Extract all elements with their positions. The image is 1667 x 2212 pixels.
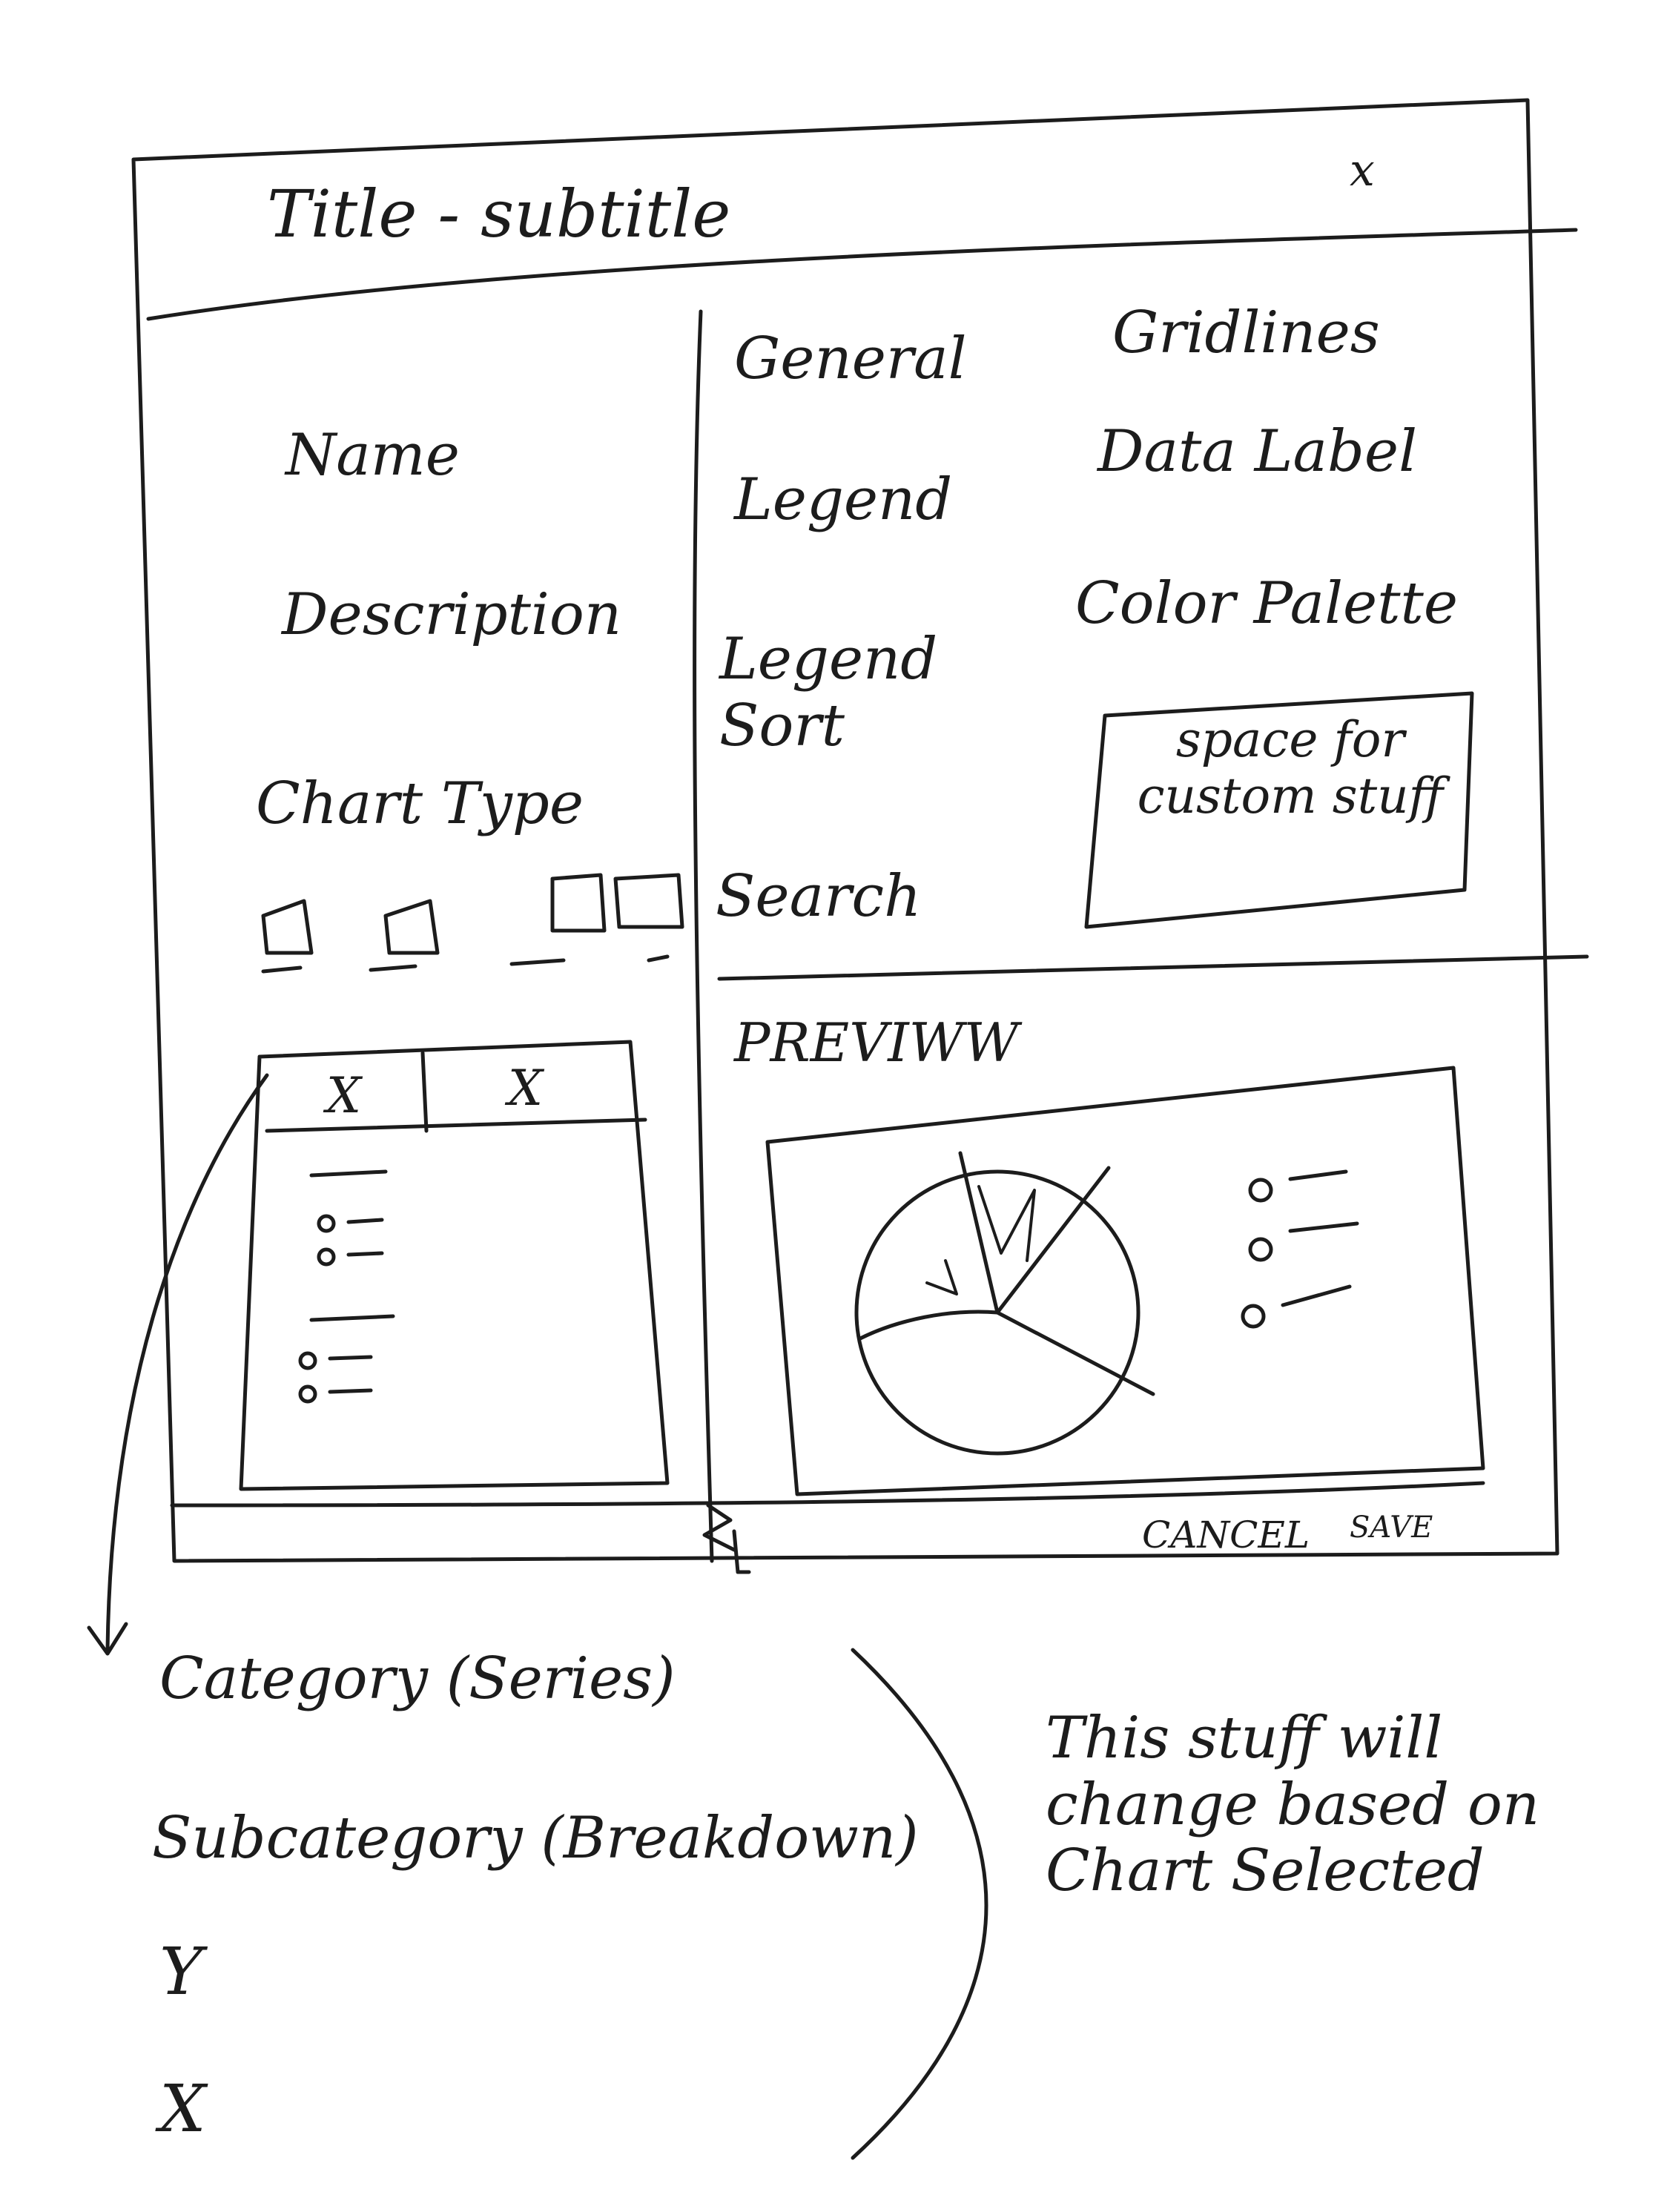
cancel-button[interactable]: CANCEL xyxy=(1142,1513,1310,1556)
field-table-header-0[interactable]: X xyxy=(326,1067,361,1124)
chart-type-label: Chart Type xyxy=(256,770,584,837)
annotation-field-0: Category (Series) xyxy=(159,1645,676,1712)
options-preview-divider xyxy=(717,954,1589,981)
tab-gridlines[interactable]: Gridlines xyxy=(1112,300,1380,366)
resize-handle-icon xyxy=(702,1503,751,1574)
custom-area-text: space for custom stuff xyxy=(1137,711,1444,825)
annotation-arrow xyxy=(105,1073,269,1652)
title-divider xyxy=(146,228,1578,321)
chart-type-thumbnail-icon xyxy=(261,899,314,974)
annotation-field-3: X xyxy=(159,2070,206,2147)
chart-type-thumbnail-icon xyxy=(509,873,607,966)
footer-divider xyxy=(170,1481,1485,1508)
tab-search[interactable]: Search xyxy=(716,863,922,930)
tab-legend-sort[interactable]: Legend Sort xyxy=(719,626,938,759)
preview-pie-chart xyxy=(854,1151,1155,1456)
annotation-bracket xyxy=(851,1648,988,2160)
dialog-title: Title - subtitle xyxy=(267,176,731,252)
annotation-field-1: Subcategory (Breakdown) xyxy=(152,1805,919,1872)
field-table-header-divider xyxy=(265,1117,647,1133)
annotation-field-2: Y xyxy=(159,1933,203,2010)
tab-general[interactable]: General xyxy=(734,326,967,392)
description-label: Description xyxy=(282,581,622,648)
preview-label: PREVIWW xyxy=(734,1011,1019,1074)
name-label: Name xyxy=(285,422,460,489)
save-button[interactable]: SAVE xyxy=(1350,1511,1433,1545)
tab-legend[interactable]: Legend xyxy=(734,466,953,533)
custom-area-frame xyxy=(1084,691,1474,929)
preview-frame xyxy=(765,1066,1485,1496)
tab-color-palette[interactable]: Color Palette xyxy=(1075,570,1459,637)
close-icon[interactable]: x xyxy=(1350,145,1375,197)
dialog-frame xyxy=(131,98,1559,1563)
annotation-note: This stuff will change based on Chart Se… xyxy=(1046,1705,1540,1905)
chart-type-thumbnail-icon xyxy=(613,873,684,963)
tab-data-label[interactable]: Data Label xyxy=(1097,418,1418,485)
field-table-frame xyxy=(239,1040,670,1491)
vertical-divider xyxy=(693,309,714,1563)
chart-type-thumbnail-icon xyxy=(369,899,440,972)
field-table-column-divider xyxy=(420,1051,429,1133)
preview-legend xyxy=(1241,1169,1359,1329)
field-table-header-1[interactable]: X xyxy=(508,1060,543,1117)
